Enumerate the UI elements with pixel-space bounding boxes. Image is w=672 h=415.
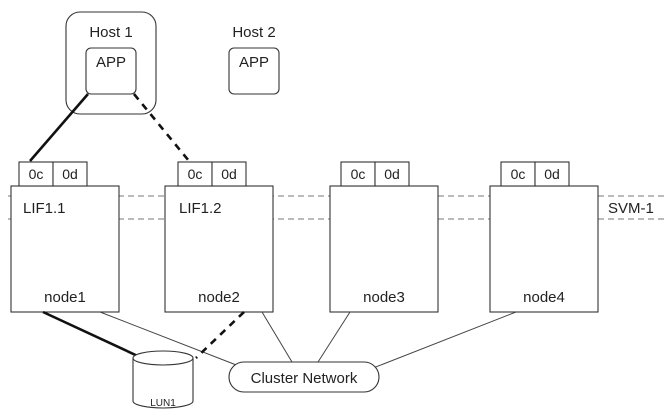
node-3-port-0c-label: 0c xyxy=(351,166,366,182)
lun-1-label: LUN1 xyxy=(150,398,176,409)
node-3: 0c 0d node3 xyxy=(329,161,439,313)
node-2: 0c 0d LIF1.2 node2 xyxy=(164,161,274,313)
host-1-app-box xyxy=(85,47,137,95)
host-2-app-box xyxy=(228,47,280,95)
node-1-box xyxy=(10,185,120,313)
node-4-port-0d-label: 0d xyxy=(544,166,560,182)
node-2-port-0d-label: 0d xyxy=(221,166,237,182)
node-1-label: node1 xyxy=(44,289,86,306)
cluster-links xyxy=(99,311,517,371)
node-1-port-0d xyxy=(52,161,88,187)
node-2-lif-label: LIF1.2 xyxy=(179,200,222,217)
node-3-port-0d xyxy=(374,161,410,187)
link-node3-cluster xyxy=(317,311,351,363)
path-host1-to-node1-0c xyxy=(29,93,89,162)
host-2-label: Host 2 xyxy=(232,24,275,41)
node-2-label: node2 xyxy=(198,289,240,306)
cluster-network-box xyxy=(228,361,380,393)
path-node2-to-lun xyxy=(195,311,245,359)
node-2-box xyxy=(164,185,274,313)
host-1-label: Host 1 xyxy=(89,24,132,41)
lun-1: LUN1 xyxy=(132,350,194,409)
node-1-port-0c-label: 0c xyxy=(29,166,44,182)
host-1-app-label: APP xyxy=(96,54,126,71)
node-1-port-0d-label: 0d xyxy=(62,166,78,182)
node-4-port-0c xyxy=(500,161,536,187)
node-2-port-0c-label: 0c xyxy=(188,166,203,182)
link-node4-cluster xyxy=(367,311,517,371)
path-host1-to-node2-0c xyxy=(132,93,191,162)
node-3-box xyxy=(329,185,439,313)
path-node1-to-lun xyxy=(42,310,143,360)
cluster-network-label: Cluster Network xyxy=(251,370,358,387)
node-4-label: node4 xyxy=(523,289,565,306)
node-1: 0c 0d LIF1.1 node1 xyxy=(10,161,120,313)
node-2-port-0d xyxy=(211,161,247,187)
node-1-port-0c xyxy=(18,161,54,187)
lun-1-body xyxy=(132,358,194,409)
host-2-app-label: APP xyxy=(239,54,269,71)
node-2-port-0c xyxy=(177,161,213,187)
node-4-box xyxy=(489,185,599,313)
node-1-lif-label: LIF1.1 xyxy=(23,200,66,217)
host-2: Host 2 APP xyxy=(228,24,280,95)
svm-label: SVM-1 xyxy=(608,200,654,217)
cluster-network: Cluster Network xyxy=(228,361,380,393)
node-4-port-0c-label: 0c xyxy=(511,166,526,182)
node-3-label: node3 xyxy=(363,289,405,306)
node-3-port-0d-label: 0d xyxy=(384,166,400,182)
node-4-port-0d xyxy=(534,161,570,187)
link-node2-cluster xyxy=(261,311,293,363)
lun-1-top xyxy=(132,350,194,366)
link-node1-cluster xyxy=(99,311,245,369)
node-4: 0c 0d node4 xyxy=(489,161,599,313)
host-1: Host 1 APP xyxy=(65,11,157,115)
